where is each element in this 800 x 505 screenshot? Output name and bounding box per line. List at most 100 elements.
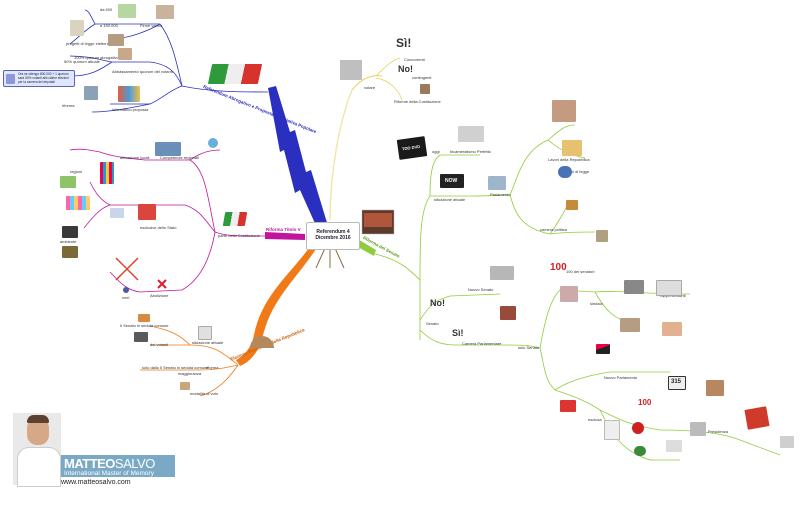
label-green-5: camera politica <box>540 227 567 232</box>
label-blue-2: Firme vanno <box>140 23 163 28</box>
stop-icon <box>632 422 644 434</box>
label-green-10: Camera Parlamentare <box>462 341 502 346</box>
label-magenta-3: Abolizione <box>150 293 169 298</box>
senator-picture <box>560 286 578 302</box>
label-green-16: esclusa <box>588 417 602 422</box>
label-green-13: 100 dei senatori <box>566 269 595 274</box>
people-row-picture <box>490 266 514 280</box>
label-orange-5: maggioranza <box>178 371 202 376</box>
no-icon-top: No! <box>398 64 413 74</box>
brand-last-name: SALVO <box>114 456 155 471</box>
portrait-shirt <box>17 447 61 487</box>
portrait-photo <box>13 413 61 487</box>
small-picture-orange <box>180 382 190 390</box>
label-green-4: Gruppi di legge <box>562 169 590 174</box>
branch-yellow-trunk <box>329 89 353 221</box>
portrait-hair <box>27 415 49 423</box>
label-blue-5: 50% quorum attuale <box>64 59 100 64</box>
label-magenta-2: parte della Costituzione <box>218 233 260 238</box>
label-green-15: Nuovo Parlamento <box>604 375 638 380</box>
italy-map-picture <box>138 204 156 220</box>
label-magenta-6: ambiente <box>60 239 77 244</box>
calendar-picture: 315 <box>668 376 686 390</box>
meeting-picture <box>108 34 124 46</box>
hand-picture <box>156 5 174 19</box>
balance-picture <box>596 230 608 242</box>
region-map-picture <box>620 318 640 332</box>
ballot-box-picture <box>198 326 212 340</box>
pencil-picture <box>566 200 578 210</box>
icon-row-picture <box>66 196 90 210</box>
night-picture <box>62 246 78 258</box>
branch-green-trunk <box>356 238 376 256</box>
italy-flag-magenta-branch <box>222 212 248 226</box>
senate-hall-picture-2 <box>706 380 724 396</box>
label-blue-8: Abbassamento quorum del votanti <box>112 69 173 74</box>
label-blue-6: riforma <box>62 103 75 108</box>
speech-picture <box>666 440 682 452</box>
judges-picture <box>780 436 794 448</box>
label-green-11: Nuovo Senato <box>468 287 494 292</box>
constitution-picture <box>420 84 430 94</box>
label-blue-3: progetti di legge elettorale <box>66 41 113 46</box>
label-magenta-7: esclusive dello Stato <box>140 225 177 230</box>
archive-picture <box>656 280 682 296</box>
label-orange-4: solo dallo Il Senato in seduta comune <box>142 365 209 370</box>
orange-subbranches <box>140 325 239 397</box>
circles-picture <box>110 208 124 218</box>
portrait-face <box>27 417 49 445</box>
people-raising-hands-picture <box>118 86 140 102</box>
brand-url[interactable]: www.matteosalvo.com <box>61 479 131 486</box>
hundred-icon-bottom: 100 <box>638 398 652 407</box>
person-sketch-picture <box>604 420 620 440</box>
cnel-logo-icon <box>123 287 129 293</box>
flag-stripes-picture <box>596 344 610 354</box>
label-green-3: Parlamento <box>490 192 511 197</box>
mayor-picture <box>624 280 644 294</box>
cross-stroke <box>115 257 139 281</box>
parliament-room-picture <box>500 306 516 320</box>
italy-flag-blue-branch <box>207 64 263 84</box>
si-icon-top: Sì! <box>396 36 412 50</box>
label-orange-2: dei votanti <box>150 342 169 347</box>
house-picture <box>560 400 576 412</box>
label-green-7: Senato <box>426 321 439 326</box>
branch-orange-trunk <box>236 244 318 366</box>
brand-logo: MATTEOSALVO International Master of Memo… <box>13 413 175 495</box>
branch-magenta-trunk <box>265 232 305 240</box>
label-green-9: solo Senato <box>518 345 540 350</box>
grid-icons-picture <box>100 162 114 184</box>
crossed-picture <box>662 322 682 336</box>
no-icon-green: No! <box>430 298 445 308</box>
chart-picture <box>118 4 136 18</box>
hammer-picture <box>744 406 770 430</box>
label-orange-0: Il Senato in seduta comune <box>120 323 169 328</box>
now-picture: NOW <box>440 174 464 188</box>
people-crowd-picture <box>552 100 576 122</box>
x-icon <box>157 279 167 289</box>
label-orange-6: modalità di voto <box>190 391 219 396</box>
label-green-1: bicameralismo Perfetto <box>450 149 491 154</box>
calendar-text: 315 <box>671 379 682 385</box>
voter-picture <box>340 60 362 80</box>
label-green-17: Presidenza <box>708 429 729 434</box>
brand-tagline: International Master of Memory <box>64 470 154 477</box>
si-icon-green: Sì! <box>452 328 464 338</box>
blue-logo-picture <box>558 166 572 178</box>
label-orange-1: situazione attuale <box>192 340 224 345</box>
tv-box-picture: TOO DVD <box>396 136 428 160</box>
label-yellow-3: Riforme della Costituzione <box>394 99 441 104</box>
label-orange-3: riforma <box>206 365 219 370</box>
magenta-subbranches <box>69 148 266 293</box>
senate-hall-picture <box>488 176 506 190</box>
globe-people-picture <box>155 142 181 156</box>
label-green-2: situazione attuale <box>434 197 466 202</box>
crowd-picture <box>118 48 132 60</box>
buildings-picture <box>562 140 582 156</box>
label-green-0: oggi <box>432 149 440 154</box>
label-blue-1: a 150.000 <box>100 23 118 28</box>
brand-name: MATTEOSALVO <box>64 456 155 471</box>
branch-blue-trunk <box>268 86 328 230</box>
center-node: Referendum 4 Dicembre 2016 <box>306 222 360 250</box>
